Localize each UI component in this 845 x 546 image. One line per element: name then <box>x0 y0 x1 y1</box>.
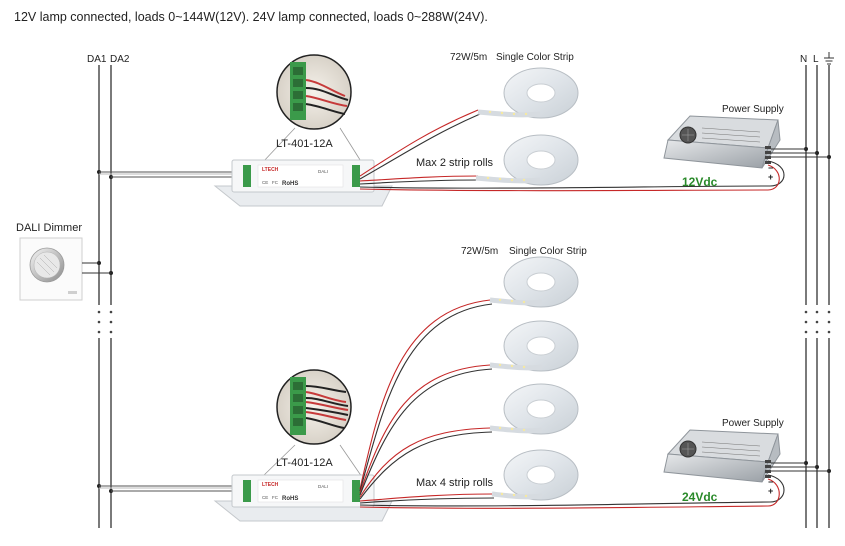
top-device-fc: FC <box>272 180 279 185</box>
da1-label: DA1 <box>87 54 107 65</box>
bottom-psu-plus: + <box>768 486 773 496</box>
dali-dimmer <box>19 237 83 301</box>
top-device-dali: DALI <box>318 169 328 174</box>
bottom-max-rolls: Max 4 strip rolls <box>416 477 494 489</box>
bottom-dali-wires <box>99 485 243 492</box>
top-strip-reel-2 <box>475 134 579 186</box>
top-power-supply <box>663 115 781 169</box>
bottom-psu-label: Power Supply <box>722 418 784 429</box>
n-label: N <box>800 54 807 65</box>
bottom-output-wires <box>359 299 771 509</box>
top-voltage: 12Vdc <box>682 175 718 189</box>
mains-break-dots <box>804 310 831 334</box>
top-dali-wires <box>99 171 243 178</box>
top-device-rohs: RoHS <box>282 181 298 187</box>
bottom-strip-watt: 72W/5m <box>461 246 498 257</box>
top-psu-mains-wires <box>771 148 829 158</box>
bottom-strip-type: Single Color Strip <box>509 246 587 257</box>
dimmer-wires <box>82 262 111 274</box>
bottom-device-brand: LTECH <box>262 482 279 488</box>
bottom-strip-reel-1 <box>489 256 579 308</box>
top-psu-minus: − <box>768 163 773 173</box>
top-psu-plus: + <box>768 172 773 182</box>
da2-label: DA2 <box>110 54 130 65</box>
top-device-brand: LTECH <box>262 167 279 173</box>
bottom-power-supply <box>663 429 781 483</box>
top-terminal-inset <box>261 54 363 164</box>
top-driver-device: LTECH CE FC RoHS DALI <box>213 159 393 207</box>
dali-dimmer-label: DALI Dimmer <box>16 222 82 234</box>
top-driver-model: LT-401-12A <box>276 138 333 150</box>
bottom-strip-reel-2 <box>489 320 579 372</box>
bottom-device-rohs: RoHS <box>282 496 298 502</box>
mains-bus <box>804 65 831 528</box>
top-strip-watt: 72W/5m <box>450 52 487 63</box>
bottom-strip-reel-3 <box>489 383 579 435</box>
bus-break-dots <box>97 310 113 334</box>
bottom-device-dali: DALI <box>318 484 328 489</box>
top-psu-label: Power Supply <box>722 104 784 115</box>
top-strip-reel-1 <box>477 67 579 119</box>
bottom-psu-mains-wires <box>771 462 829 472</box>
top-output-wires <box>359 109 771 192</box>
dali-bus <box>97 65 113 528</box>
bottom-voltage: 24Vdc <box>682 490 718 504</box>
top-device-ce: CE <box>262 180 268 185</box>
header-text: 12V lamp connected, loads 0~144W(12V). 2… <box>14 10 488 24</box>
top-strip-type: Single Color Strip <box>496 52 574 63</box>
l-label: L <box>813 54 819 65</box>
bottom-terminal-inset <box>261 369 363 478</box>
bottom-strip-reel-4 <box>491 449 579 501</box>
bottom-psu-minus: − <box>768 477 773 487</box>
bottom-device-fc: FC <box>272 495 279 500</box>
ground-icon <box>824 52 834 65</box>
bottom-psu-dc-wires <box>767 474 785 507</box>
bottom-driver-device: LTECH CE FC RoHS DALI <box>213 474 393 522</box>
top-psu-dc-wires <box>767 160 785 191</box>
top-max-rolls: Max 2 strip rolls <box>416 157 494 169</box>
bottom-device-ce: CE <box>262 495 268 500</box>
bottom-driver-model: LT-401-12A <box>276 457 333 469</box>
